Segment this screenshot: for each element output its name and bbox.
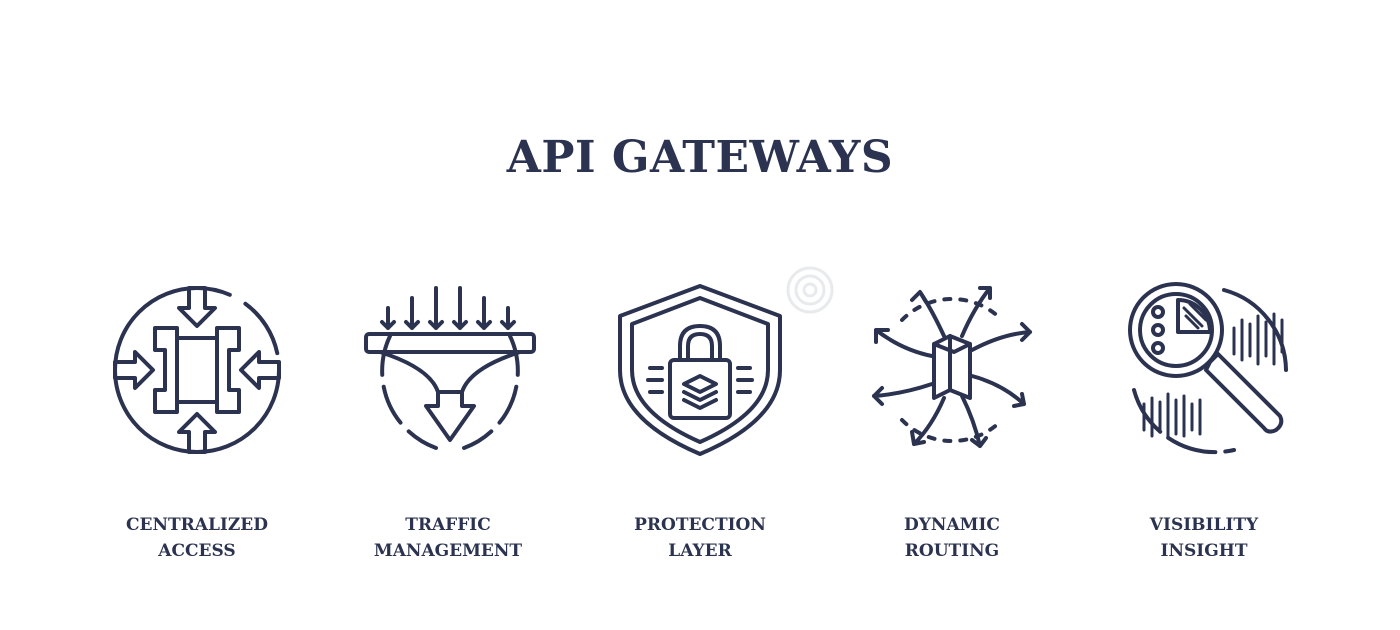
shield-lock-icon bbox=[610, 280, 790, 460]
funnel-filter-icon bbox=[360, 280, 540, 460]
label-line-2: ROUTING bbox=[904, 541, 1000, 561]
page-title: API GATEWAYS bbox=[506, 132, 894, 183]
label-protection-layer: PROTECTION LAYER bbox=[580, 512, 820, 564]
label-traffic-management: TRAFFIC MANAGEMENT bbox=[328, 512, 568, 564]
label-line-2: INSIGHT bbox=[1160, 541, 1248, 561]
label-line-2: MANAGEMENT bbox=[373, 541, 523, 561]
label-line-2: ACCESS bbox=[158, 541, 236, 561]
radiating-arrows-icon bbox=[862, 280, 1042, 460]
label-centralized-access: CENTRALIZED ACCESS bbox=[77, 512, 317, 564]
label-line-1: TRAFFIC bbox=[405, 515, 491, 535]
label-line-2: LAYER bbox=[668, 541, 732, 561]
label-line-1: PROTECTION bbox=[634, 515, 766, 535]
label-visibility-insight: VISIBILITY INSIGHT bbox=[1084, 512, 1324, 564]
label-dynamic-routing: DYNAMIC ROUTING bbox=[832, 512, 1072, 564]
compress-arrows-icon bbox=[107, 280, 287, 460]
label-line-1: VISIBILITY bbox=[1149, 515, 1259, 535]
label-line-1: CENTRALIZED bbox=[125, 515, 268, 535]
magnifier-chart-icon bbox=[1114, 280, 1294, 460]
label-line-1: DYNAMIC bbox=[904, 515, 1000, 535]
